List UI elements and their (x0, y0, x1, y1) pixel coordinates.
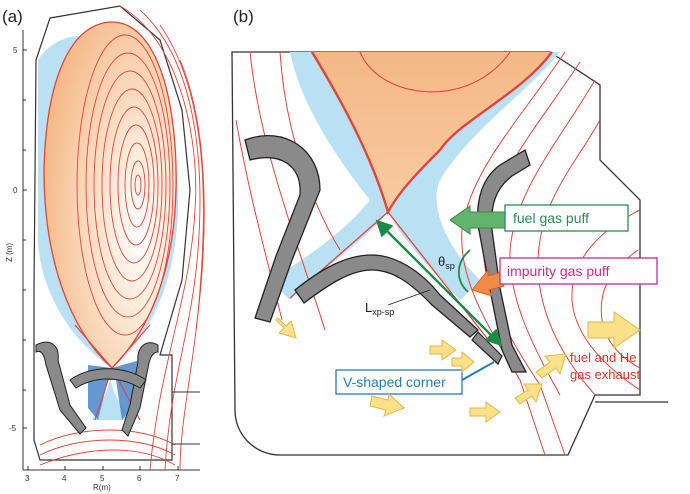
panel-a: (a) 5 0 -5 Z (m) 3 4 5 6 7 R(m) (2, 5, 205, 492)
fuel-gas-puff-arrow (449, 205, 511, 235)
y-tick-minus5: -5 (9, 424, 17, 433)
flux-surfaces-a (39, 5, 205, 471)
divertor-dome-a (69, 368, 147, 389)
inner-baffle-b (244, 135, 321, 323)
vessel-outline-b (231, 51, 641, 456)
flow-arrow-3 (451, 350, 475, 374)
impurity-gas-puff-arrow (471, 268, 505, 297)
x-tick-5: 5 (100, 474, 105, 483)
panel-a-y-ticks (23, 49, 27, 429)
divertor-outer-plate-a (121, 342, 159, 437)
v-corner-target-b (471, 331, 503, 365)
v-corner-label: V-shaped corner (343, 374, 446, 390)
gas-flow-arrows (275, 311, 641, 423)
x-axis-label: R(m) (93, 483, 111, 492)
x-tick-7: 7 (175, 474, 180, 483)
v-corner-box (335, 369, 463, 395)
x-tick-3: 3 (25, 474, 30, 483)
fuel-gas-puff-label: fuel gas puff (513, 210, 589, 226)
exhaust-label-line2: gas exhaust (570, 367, 640, 382)
impurity-gas-puff-box (499, 257, 658, 285)
impurity-gas-puff-label: impurity gas puff (507, 263, 610, 279)
flow-arrow-7 (514, 383, 543, 405)
panel-a-x-ticks (27, 466, 179, 470)
theta-sp-label: θsp (438, 254, 455, 271)
flow-arrow-4 (535, 353, 567, 379)
lxp-sp-arrow (375, 219, 503, 347)
panel-b-label: (b) (233, 7, 254, 26)
y-axis-label: Z (m) (5, 243, 14, 262)
flow-arrow-5 (369, 392, 405, 417)
core-plasma-b (312, 52, 552, 212)
outer-baffle-b (476, 149, 531, 373)
y-tick-0: 0 (13, 186, 18, 195)
panel-a-label: (a) (2, 7, 23, 26)
flow-arrow-2 (429, 339, 457, 361)
lxp-label-leader (387, 289, 431, 306)
y-tick-5: 5 (13, 46, 18, 55)
flow-arrow-big (587, 311, 641, 349)
exhaust-label-line1: fuel and He (570, 350, 637, 365)
flow-arrow-1 (275, 317, 297, 339)
v-corner-leader (461, 361, 495, 381)
divertor-inner-plate-a (35, 341, 87, 435)
x-tick-6: 6 (137, 474, 142, 483)
theta-sp-arc (457, 249, 471, 293)
fuel-gas-puff-box (504, 204, 629, 232)
panel-b: (b) (231, 7, 668, 456)
lxp-sp-label: Lxp-sp (365, 300, 394, 317)
x-tick-4: 4 (62, 474, 67, 483)
flow-arrow-6 (469, 401, 501, 423)
